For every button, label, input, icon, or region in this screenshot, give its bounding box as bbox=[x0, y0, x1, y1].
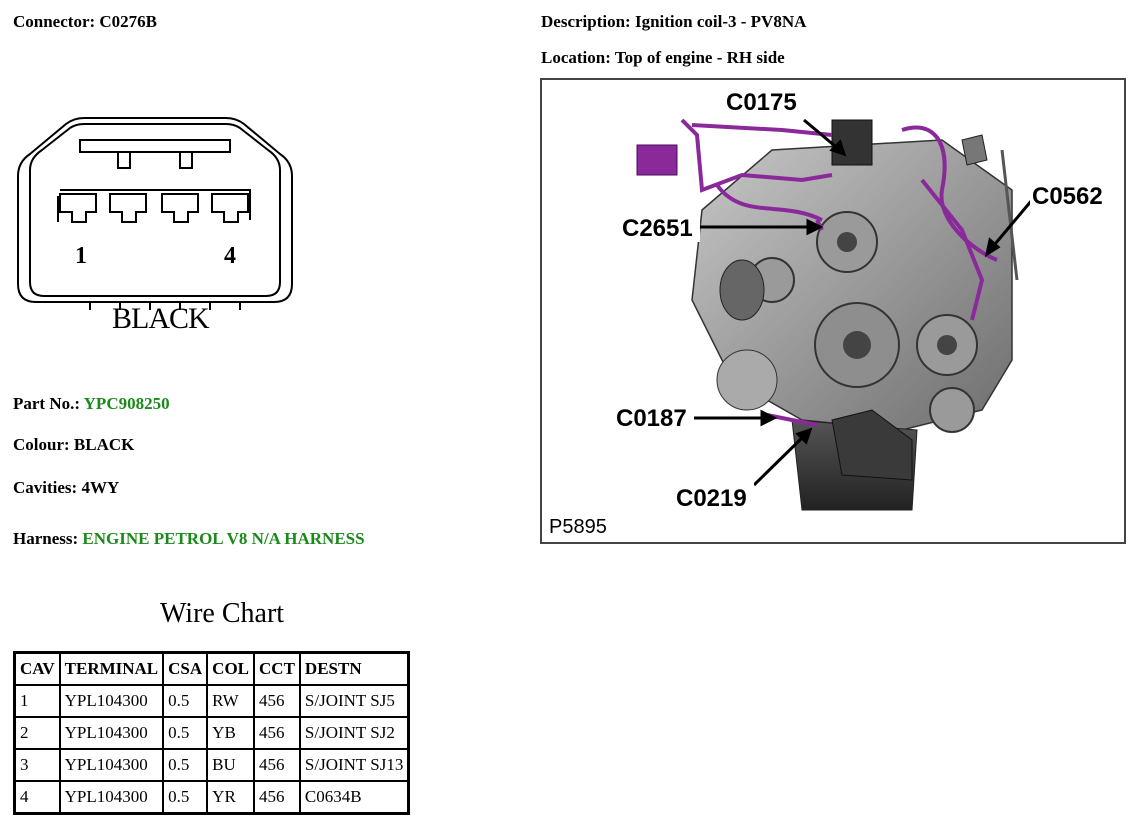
description-field: Description: Ignition coil-3 - PV8NA bbox=[541, 12, 806, 32]
harness-label: Harness: bbox=[13, 529, 79, 548]
ac-compressor-shape bbox=[716, 349, 778, 411]
header-terminal: TERMINAL bbox=[58, 651, 165, 686]
part-no-label: Part No.: bbox=[13, 394, 81, 413]
wire-chart-title: Wire Chart bbox=[160, 598, 285, 629]
connector-face-diagram: 1 4 BLACK bbox=[17, 117, 293, 335]
pulley-upper-hub bbox=[837, 232, 857, 252]
description-value: Ignition coil-3 - PV8NA bbox=[634, 12, 807, 31]
table-row: 1 YPL104300 0.5 RW 456 S/JOINT SJ5 bbox=[13, 684, 410, 718]
pulley-right-hub bbox=[937, 335, 957, 355]
cell-cct: 456 bbox=[253, 748, 301, 782]
callout-bg-c0219 bbox=[674, 482, 754, 512]
connector-value: C0276B bbox=[99, 12, 158, 31]
connector-label: Connector: bbox=[13, 12, 96, 31]
cell-csa: 0.5 bbox=[162, 684, 209, 718]
harness-routing bbox=[680, 118, 998, 427]
callout-arrows bbox=[692, 118, 1034, 487]
cell-col: YB bbox=[206, 716, 256, 750]
callout-bg-c0175 bbox=[724, 86, 802, 116]
header-cct: CCT bbox=[253, 651, 301, 686]
part-no-link[interactable]: YPC908250 bbox=[83, 394, 170, 413]
harness-link[interactable]: ENGINE PETROL V8 N/A HARNESS bbox=[82, 529, 365, 548]
location-value: Top of engine - RH side bbox=[614, 48, 785, 67]
cell-terminal: YPL104300 bbox=[58, 748, 165, 782]
callout-c2651: C2651 bbox=[622, 215, 693, 242]
cell-cav: 3 bbox=[13, 748, 61, 782]
cavities-label: Cavities: bbox=[13, 478, 78, 497]
cell-cct: 456 bbox=[253, 780, 301, 815]
colour-value: BLACK bbox=[73, 435, 135, 454]
header-destn: DESTN bbox=[298, 651, 410, 686]
cell-destn: S/JOINT SJ5 bbox=[298, 684, 410, 718]
cell-cav: 2 bbox=[13, 716, 61, 750]
engine-location-image: C0175 C0562 C2651 C0187 C0219 P5895 bbox=[540, 78, 1126, 544]
starter-shape bbox=[831, 409, 913, 481]
callout-c0562: C0562 bbox=[1032, 183, 1103, 210]
alternator-shape bbox=[719, 259, 765, 321]
callout-c0187: C0187 bbox=[616, 405, 687, 432]
pulley-lower-right bbox=[929, 387, 975, 433]
cavities-value: 4WY bbox=[81, 478, 120, 497]
pin-label-last: 4 bbox=[224, 243, 236, 269]
cell-csa: 0.5 bbox=[162, 780, 209, 815]
pin-label-first: 1 bbox=[75, 243, 87, 269]
header-col: COL bbox=[206, 651, 256, 686]
location-field: Location: Top of engine - RH side bbox=[541, 48, 785, 68]
cell-terminal: YPL104300 bbox=[58, 684, 165, 718]
description-label: Description: bbox=[541, 12, 631, 31]
cell-terminal: YPL104300 bbox=[58, 716, 165, 750]
callout-c0175: C0175 bbox=[726, 89, 797, 116]
header-csa: CSA bbox=[162, 651, 209, 686]
harness-field: Harness: ENGINE PETROL V8 N/A HARNESS bbox=[13, 529, 365, 549]
cell-terminal: YPL104300 bbox=[58, 780, 165, 815]
cavities-field: Cavities: 4WY bbox=[13, 478, 119, 498]
engine-illustration: C0175 C0562 C2651 C0187 C0219 P5895 bbox=[549, 86, 1112, 538]
wire-chart-header-row: CAV TERMINAL CSA COL CCT DESTN bbox=[13, 651, 410, 686]
figure-id: P5895 bbox=[549, 516, 607, 538]
cell-col: YR bbox=[206, 780, 256, 815]
cell-destn: C0634B bbox=[298, 780, 410, 815]
oil-filler-shape bbox=[961, 134, 988, 166]
table-row: 4 YPL104300 0.5 YR 456 C0634B bbox=[13, 780, 410, 815]
callout-bg-c0187 bbox=[614, 402, 694, 432]
cell-destn: S/JOINT SJ2 bbox=[298, 716, 410, 750]
cell-destn: S/JOINT SJ13 bbox=[298, 748, 410, 782]
cell-csa: 0.5 bbox=[162, 748, 209, 782]
location-label: Location: bbox=[541, 48, 611, 67]
table-row: 3 YPL104300 0.5 BU 456 S/JOINT SJ13 bbox=[13, 748, 410, 782]
cell-cav: 4 bbox=[13, 780, 61, 815]
wire-chart-table: CAV TERMINAL CSA COL CCT DESTN 1 YPL1043… bbox=[13, 651, 411, 815]
colour-label: Colour: bbox=[13, 435, 70, 454]
colour-field: Colour: BLACK bbox=[13, 435, 134, 455]
cell-cct: 456 bbox=[253, 684, 301, 718]
header-cav: CAV bbox=[13, 651, 61, 686]
table-row: 2 YPL104300 0.5 YB 456 S/JOINT SJ2 bbox=[13, 716, 410, 750]
dipstick-shape bbox=[1000, 149, 1019, 281]
crank-pulley-hub bbox=[843, 331, 871, 359]
connector-field: Connector: C0276B bbox=[13, 12, 157, 32]
callout-bg-c2651 bbox=[620, 212, 700, 242]
cell-col: RW bbox=[206, 684, 256, 718]
connector-colour-text: BLACK bbox=[112, 302, 210, 335]
part-no-field: Part No.: YPC908250 bbox=[13, 394, 170, 414]
cell-cct: 456 bbox=[253, 716, 301, 750]
harness-connector-block bbox=[636, 144, 678, 176]
callout-bg-c0562 bbox=[1030, 180, 1112, 210]
callout-c0219: C0219 bbox=[676, 485, 747, 512]
cell-csa: 0.5 bbox=[162, 716, 209, 750]
cell-cav: 1 bbox=[13, 684, 61, 718]
cell-col: BU bbox=[206, 748, 256, 782]
